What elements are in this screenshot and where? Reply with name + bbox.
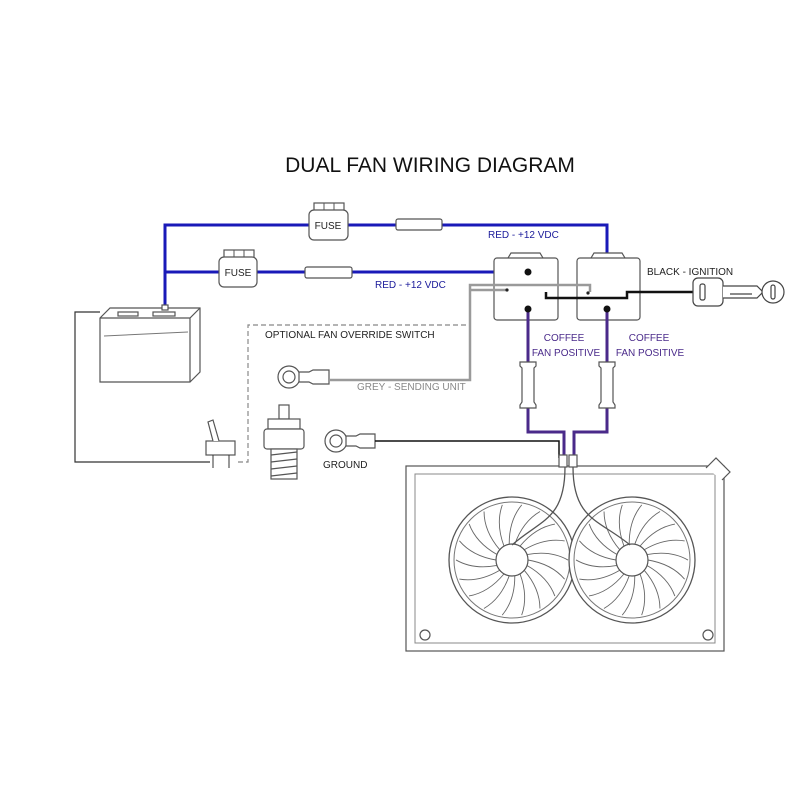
ignition-key-icon	[692, 277, 785, 307]
fan-2-icon	[568, 496, 696, 624]
red-top-label: RED - +12 VDC	[488, 230, 559, 241]
fuse-bottom-label: FUSE	[225, 268, 252, 279]
ground-label: GROUND	[323, 460, 367, 471]
ground-wire	[375, 440, 560, 458]
temperature-sending-unit-icon	[263, 404, 305, 480]
fuse-top: FUSE	[308, 202, 349, 241]
radiator-with-dual-fans	[405, 454, 731, 652]
fan-1-icon	[448, 496, 576, 624]
red-bottom-label: RED - +12 VDC	[375, 280, 446, 291]
fan-positive-right-label: FAN POSITIVE	[616, 348, 685, 359]
coffee-left-label: COFFEE	[544, 333, 585, 344]
override-dashed-wire	[236, 324, 466, 463]
sending-ring-terminal	[277, 365, 330, 389]
relay1-terminal	[524, 268, 532, 276]
black-ignition-label: BLACK - IGNITION	[647, 267, 733, 278]
butt-connector	[395, 218, 443, 231]
butt-connector	[519, 361, 537, 409]
grey-sending-label: GREY - SENDING UNIT	[357, 382, 466, 393]
diagram-title: DUAL FAN WIRING DIAGRAM	[285, 154, 575, 177]
ground-ring-terminal	[324, 429, 376, 453]
fuse-bottom: FUSE	[218, 249, 258, 288]
battery-icon	[74, 304, 210, 463]
relay-right	[576, 252, 641, 321]
fan-positive-left-label: FAN POSITIVE	[532, 348, 601, 359]
override-switch-label: OPTIONAL FAN OVERRIDE SWITCH	[265, 330, 435, 341]
black-ignition-wire	[544, 290, 693, 300]
grey-sending-wire	[330, 283, 592, 382]
coffee-right-label: COFFEE	[629, 333, 670, 344]
coffee-fan-positive-wires	[526, 309, 609, 458]
butt-connector	[304, 266, 353, 279]
fuse-top-label: FUSE	[315, 221, 342, 232]
override-toggle-switch[interactable]	[205, 419, 236, 468]
butt-connector	[598, 361, 616, 409]
